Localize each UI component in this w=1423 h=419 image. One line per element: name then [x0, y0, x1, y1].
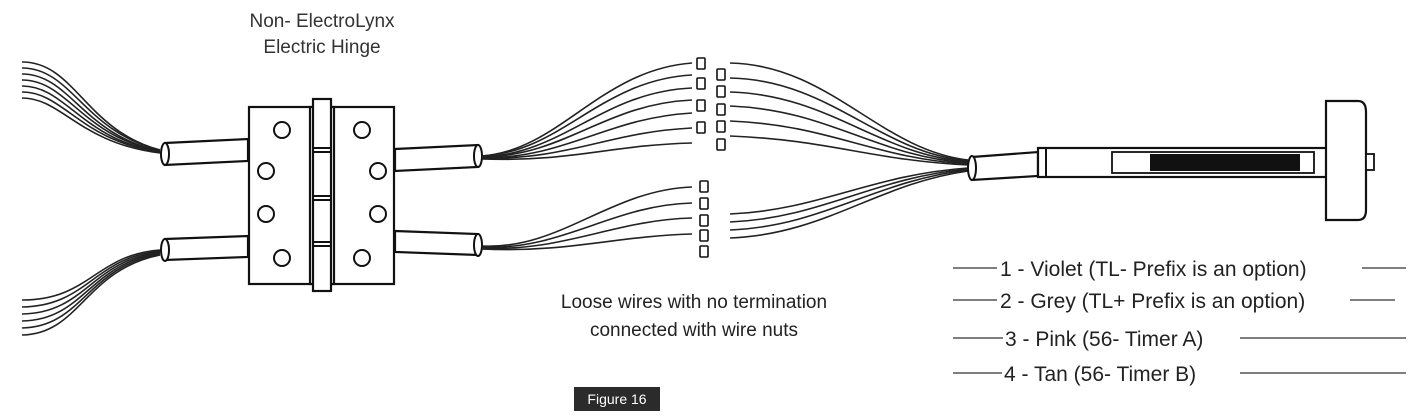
- left-lower-sleeve: [160, 234, 250, 262]
- wire-nut-caption-line-2: connected with wire nuts: [590, 320, 798, 341]
- hinge-upper-right-sleeve: [393, 143, 483, 173]
- legend-item-4: 4 - Tan (56- Timer B): [1004, 363, 1196, 386]
- legend-item-2: 2 - Grey (TL+ Prefix is an option): [1000, 290, 1305, 313]
- middle-upper-wires: [481, 62, 693, 161]
- left-upper-sleeve: [160, 137, 250, 167]
- right-upper-wires: [729, 62, 969, 166]
- middle-lower-wires: [481, 186, 693, 251]
- legend-item-3: 3 - Pink (56- Timer A): [1005, 328, 1203, 351]
- left-lower-wire-bundle: [21, 249, 161, 336]
- wire-nut-caption-line-1: Loose wires with no termination: [561, 292, 827, 313]
- right-lower-wires: [729, 167, 969, 239]
- left-upper-wire-bundle: [21, 61, 161, 154]
- exit-device: [1036, 99, 1375, 222]
- wire-nuts: [696, 57, 726, 258]
- legend-item-1: 1 - Violet (TL- Prefix is an option): [1000, 258, 1307, 281]
- hinge-lower-right-sleeve: [393, 229, 483, 257]
- figure-label: Figure 16: [574, 387, 660, 411]
- hinge-title-line-1: Non- ElectroLynx: [249, 11, 395, 32]
- electric-hinge: [247, 97, 396, 293]
- device-sleeve: [967, 150, 1040, 182]
- wire-color-legend: 1 - Violet (TL- Prefix is an option) 2 -…: [953, 258, 1406, 386]
- hinge-title-line-2: Electric Hinge: [263, 37, 380, 58]
